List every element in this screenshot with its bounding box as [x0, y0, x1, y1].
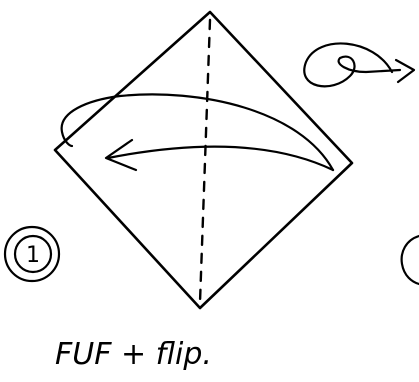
flip-arrowhead [394, 58, 416, 84]
step-number: 1 [26, 243, 40, 268]
arrowhead-left [104, 138, 138, 172]
step-outer-circle [3, 225, 61, 283]
paper-diamond [53, 10, 354, 310]
fold-arrow-curve [106, 145, 335, 172]
flip-symbol-loop [303, 42, 402, 88]
fold-arrow-loop [60, 93, 335, 172]
valley-fold-line [198, 18, 212, 304]
next-step-circle-partial [400, 234, 419, 286]
step-inner-circle [13, 234, 53, 274]
fold-instruction: FUF + flip. [55, 337, 212, 372]
